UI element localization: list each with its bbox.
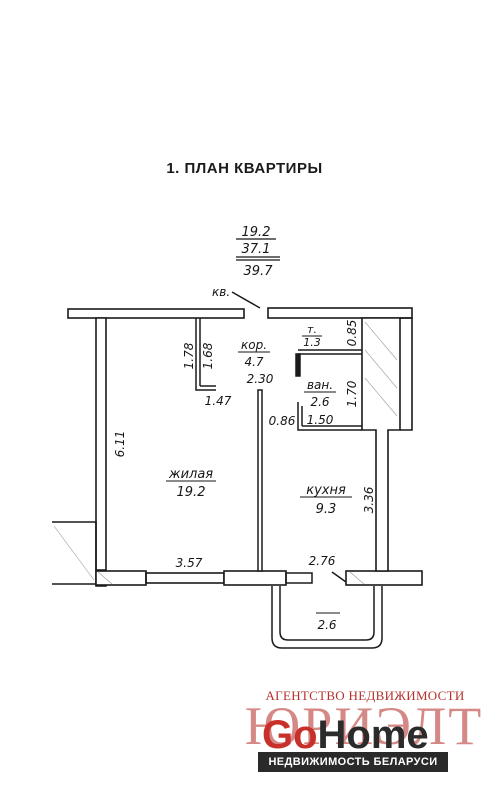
wall-right-outer	[400, 317, 413, 431]
dim-closet-width: 1.47	[205, 394, 232, 408]
wall-bottom-2	[223, 570, 287, 586]
dim-living-width: 3.57	[176, 556, 203, 570]
kitchen-door	[331, 571, 347, 583]
wall-top-left	[67, 308, 245, 319]
balcony-inner	[279, 586, 375, 641]
walls	[52, 307, 423, 587]
plan-title: 1. ПЛАН КВАРТИРЫ	[166, 160, 323, 177]
corridor-name: кор.	[241, 338, 267, 352]
living-room-name: жилая	[168, 467, 213, 482]
bath-area: 2.6	[310, 395, 329, 409]
balcony-area: 2.6	[317, 618, 336, 632]
wall-top-right	[267, 307, 413, 319]
dim-toilet-depth: 0.85	[345, 320, 359, 347]
dim-corridor-width: 2.30	[247, 372, 274, 386]
dim-kitchen-depth: 3.36	[362, 486, 376, 513]
dim-living-depth: 6.11	[113, 431, 127, 458]
balcony-outline	[271, 586, 383, 649]
total-area: 37.1	[242, 242, 271, 257]
dimension-labels: 6.11 3.57 1.78 1.68 1.47 2.30 0.85 1.70 …	[113, 320, 376, 570]
toilet-area: 1.3	[303, 336, 321, 349]
kitchen-area: 9.3	[316, 502, 337, 517]
bath-stub	[295, 353, 301, 377]
partitions	[195, 291, 383, 649]
corridor-area: 4.7	[244, 355, 263, 369]
toilet-name: т.	[307, 323, 317, 336]
entrance-label: кв.	[212, 285, 230, 299]
balcony-door	[285, 572, 313, 584]
living-area-total: 19.2	[242, 225, 271, 240]
window-living	[145, 572, 225, 584]
area-totals: 19.2 37.1 39.7	[236, 225, 280, 279]
dim-bath-width: 1.50	[307, 413, 334, 427]
wall-bottom-1	[95, 570, 147, 586]
total-area-with-balcony: 39.7	[244, 264, 274, 279]
dim-kitchen-width: 2.76	[309, 554, 336, 568]
kitchen-name: кухня	[306, 483, 346, 498]
dim-corridor-neck: 0.86	[269, 414, 296, 428]
dim-closet-b: 1.68	[201, 342, 215, 369]
dim-bath-depth: 1.70	[345, 380, 359, 407]
dim-closet-a: 1.78	[182, 342, 196, 369]
closet-partition	[195, 318, 216, 391]
corridor-partition	[257, 389, 263, 572]
bath-name: ван.	[307, 378, 333, 392]
wall-left	[95, 317, 107, 571]
wall-right	[361, 317, 401, 572]
room-labels: кв. жилая 19.2 кор. 4.7 т. 1.3 ван. 2.6 …	[166, 285, 352, 632]
wall-hatch	[53, 321, 398, 585]
bath-partition	[297, 402, 362, 431]
entrance-door	[231, 291, 261, 309]
living-room-area: 19.2	[177, 485, 206, 500]
